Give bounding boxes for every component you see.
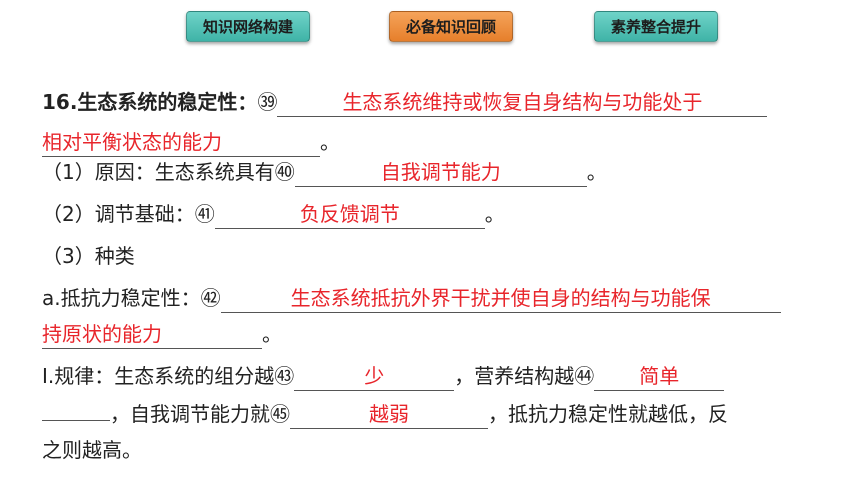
rule-mid2: ，自我调节能力就 — [110, 402, 270, 426]
itemA-end: 。 — [262, 322, 282, 346]
rule-number3: ㊺ — [270, 402, 290, 426]
tab-competency-improvement[interactable]: 素养整合提升 — [594, 11, 718, 42]
q16-answer-part2: 相对平衡状态的能力 — [42, 128, 320, 157]
q16-title: 16.生态系统的稳定性： — [42, 90, 258, 114]
q16-end: 。 — [320, 130, 340, 154]
rule-mid1: ，营养结构越 — [454, 364, 575, 388]
item2-number: ㊶ — [194, 202, 215, 226]
item3-text: （3）种类 — [42, 244, 135, 268]
rule-end: 之则越高。 — [42, 438, 142, 462]
q16-answer-part1: 生态系统维持或恢复自身结构与功能处于 — [277, 88, 768, 117]
rule-number2: ㊹ — [574, 364, 595, 388]
rule-line3: 之则越高。 — [42, 436, 142, 464]
rule-number1: ㊸ — [274, 364, 295, 388]
rule-prefix: Ⅰ.规律：生态系统的组分越 — [42, 364, 275, 388]
rule-mid3: ，抵抗力稳定性就越低，反 — [488, 402, 728, 426]
item2-text: （2）调节基础： — [42, 202, 195, 226]
rule-answer3: 越弱 — [290, 400, 488, 429]
item1-text: （1）原因：生态系统具有 — [42, 160, 275, 184]
q16-number: ㊴ — [257, 90, 278, 114]
item2-end: 。 — [484, 202, 505, 226]
item2-answer: 负反馈调节 — [214, 200, 485, 229]
rule-answer1: 少 — [294, 362, 455, 391]
tab-knowledge-review[interactable]: 必备知识回顾 — [389, 11, 513, 42]
itemA-line2: 持原状的能力。 — [42, 320, 282, 349]
rule-answer2: 简单 — [594, 362, 725, 391]
itemA-answer-part1: 生态系统抵抗外界干扰并使自身的结构与功能保 — [220, 284, 781, 313]
rule-blank-continuation — [42, 420, 110, 421]
q16-line2: 相对平衡状态的能力。 — [42, 128, 340, 157]
item1-answer: 自我调节能力 — [294, 158, 587, 187]
item1-end: 。 — [586, 160, 607, 184]
itemA-text: a.抵抗力稳定性： — [42, 286, 201, 310]
itemA-number: ㊷ — [200, 286, 221, 310]
itemA-answer-part2: 持原状的能力 — [42, 320, 262, 349]
tab-knowledge-network[interactable]: 知识网络构建 — [186, 11, 310, 42]
item3-line: （3）种类 — [42, 242, 135, 270]
item1-number: ㊵ — [274, 160, 295, 184]
